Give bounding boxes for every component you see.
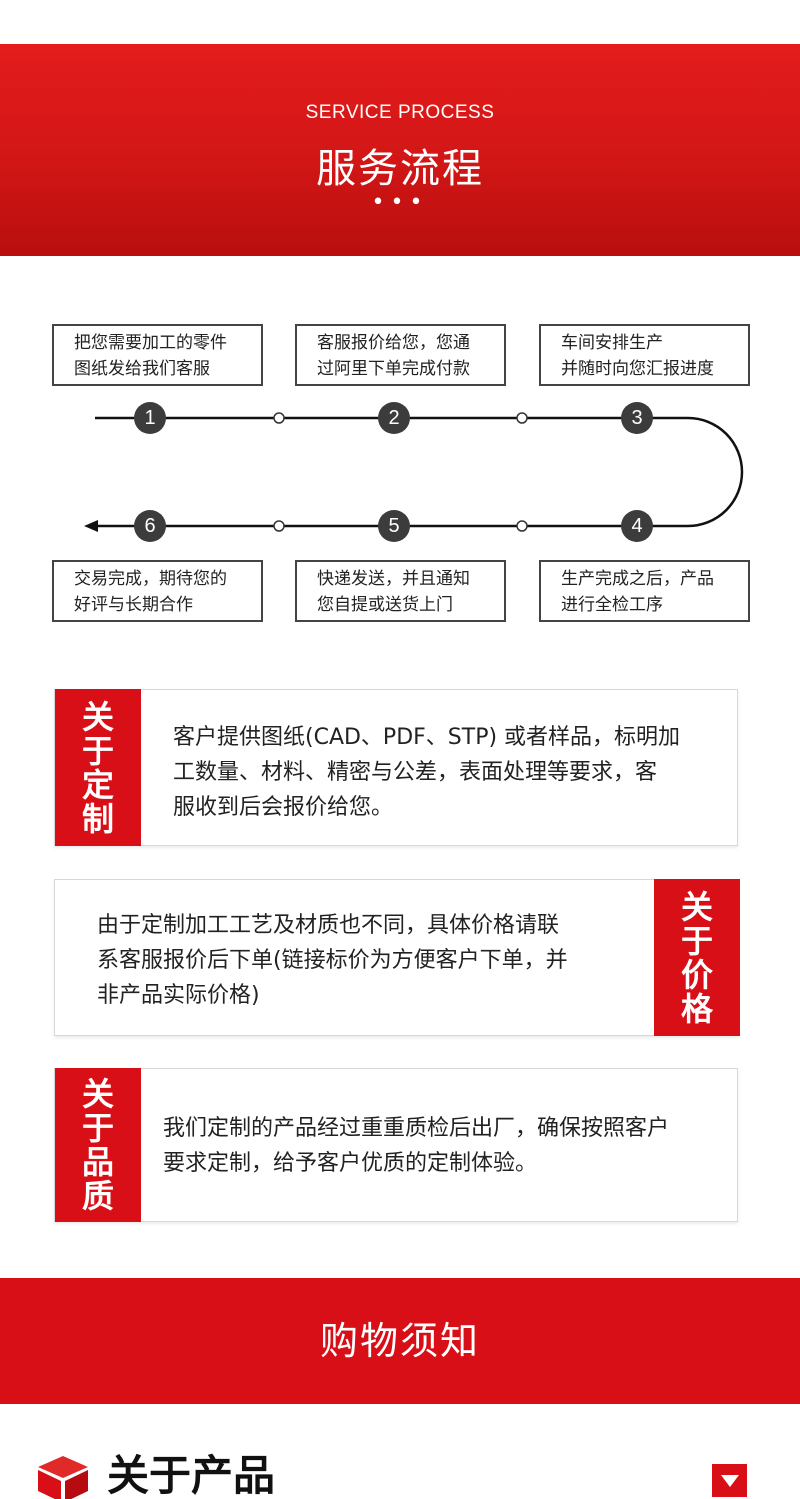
triangle-down-icon	[720, 1474, 739, 1487]
tag-char: 定	[81, 765, 114, 804]
flow-path	[84, 412, 744, 532]
step-badge-6: 6	[134, 510, 166, 542]
shopping-notice-banner: 购物须知	[0, 1278, 800, 1404]
text-line: 我们定制的产品经过重重质检后出厂，确保按照客户	[163, 1116, 670, 1141]
banner-dots: •••	[371, 190, 429, 215]
tag-about-quality: 关 于 品 质	[55, 1068, 141, 1222]
step-2-line2: 过阿里下单完成付款	[317, 359, 470, 379]
card-about-quality: 关 于 品 质 我们定制的产品经过重重质检后出厂，确保按照客户 要求定制，给予客…	[54, 1068, 738, 1222]
step-5-line1: 快递发送，并且通知	[317, 569, 470, 589]
step-box-2: 客服报价给您，您通 过阿里下单完成付款	[295, 324, 506, 386]
tag-char: 于	[81, 1109, 114, 1147]
text-line: 要求定制，给予客户优质的定制体验。	[163, 1151, 538, 1176]
text-line: 由于定制加工工艺及材质也不同，具体价格请联	[97, 913, 560, 938]
flow-node	[516, 520, 528, 532]
tag-char: 关	[680, 887, 713, 926]
step-1-line1: 把您需要加工的零件	[74, 333, 227, 353]
about-product-header: 关于产品	[0, 1404, 800, 1499]
tag-char: 于	[81, 731, 114, 770]
banner-subtitle: SERVICE PROCESS	[305, 102, 495, 123]
step-2-line1: 客服报价给您，您通	[317, 333, 470, 353]
card-quality-text: 我们定制的产品经过重重质检后出厂，确保按照客户 要求定制，给予客户优质的定制体验…	[163, 1111, 669, 1181]
text-line: 客户提供图纸(CAD、PDF、STP) 或者样品，标明加	[173, 725, 681, 750]
flow-node	[273, 412, 285, 424]
flow-node	[516, 412, 528, 424]
tag-char: 价	[680, 955, 713, 994]
tag-char: 关	[81, 1075, 114, 1113]
process-flow: 把您需要加工的零件 图纸发给我们客服 客服报价给您，您通 过阿里下单完成付款 车…	[0, 300, 800, 640]
step-5-line2: 您自提或送货上门	[317, 595, 453, 615]
step-4-line1: 生产完成之后，产品	[561, 569, 714, 589]
step-box-5: 快递发送，并且通知 您自提或送货上门	[295, 560, 506, 622]
step-box-1: 把您需要加工的零件 图纸发给我们客服	[52, 324, 263, 386]
step-box-6: 交易完成，期待您的 好评与长期合作	[52, 560, 263, 622]
expand-toggle-button[interactable]	[712, 1464, 747, 1497]
step-3-line2: 并随时向您汇报进度	[561, 359, 714, 379]
step-badge-1: 1	[134, 402, 166, 434]
tag-about-custom: 关 于 定 制	[55, 689, 141, 846]
step-6-line1: 交易完成，期待您的	[74, 569, 227, 589]
service-process-banner: SERVICE PROCESS 服务流程 •••	[0, 44, 800, 256]
card-custom-text: 客户提供图纸(CAD、PDF、STP) 或者样品，标明加 工数量、材料、精密与公…	[173, 720, 680, 825]
card-about-custom: 关 于 定 制 客户提供图纸(CAD、PDF、STP) 或者样品，标明加 工数量…	[54, 689, 738, 846]
flow-arrowhead	[84, 520, 98, 532]
step-1-line2: 图纸发给我们客服	[74, 359, 210, 379]
card-price-text: 由于定制加工工艺及材质也不同，具体价格请联 系客服报价后下单(链接标价为方便客户…	[97, 908, 568, 1013]
step-6-line2: 好评与长期合作	[74, 595, 193, 615]
text-line: 工数量、材料、精密与公差，表面处理等要求，客	[173, 760, 658, 785]
tag-about-price: 关 于 价 格	[654, 879, 740, 1036]
text-line: 系客服报价后下单(链接标价为方便客户下单，并	[97, 948, 568, 973]
tag-char: 格	[680, 989, 713, 1028]
tag-char: 质	[81, 1177, 114, 1215]
step-3-line1: 车间安排生产	[561, 333, 663, 353]
step-badge-3: 3	[621, 402, 653, 434]
text-line: 服收到后会报价给您。	[173, 795, 394, 820]
step-badge-5: 5	[378, 510, 410, 542]
card-about-price: 由于定制加工工艺及材质也不同，具体价格请联 系客服报价后下单(链接标价为方便客户…	[54, 879, 740, 1036]
about-product-title: 关于产品	[107, 1451, 276, 1499]
text-line: 非产品实际价格)	[97, 983, 260, 1008]
step-4-line2: 进行全检工序	[561, 595, 663, 615]
banner-title: 服务流程	[316, 146, 484, 192]
tag-char: 于	[680, 921, 713, 960]
tag-char: 制	[81, 799, 114, 838]
tag-char: 品	[81, 1143, 114, 1181]
step-badge-2: 2	[378, 402, 410, 434]
tag-char: 关	[81, 697, 114, 736]
shopping-notice-title: 购物须知	[319, 1319, 480, 1363]
step-box-3: 车间安排生产 并随时向您汇报进度	[539, 324, 750, 386]
step-box-4: 生产完成之后，产品 进行全检工序	[539, 560, 750, 622]
cube-icon	[38, 1456, 88, 1499]
flow-node	[273, 520, 285, 532]
step-badge-4: 4	[621, 510, 653, 542]
